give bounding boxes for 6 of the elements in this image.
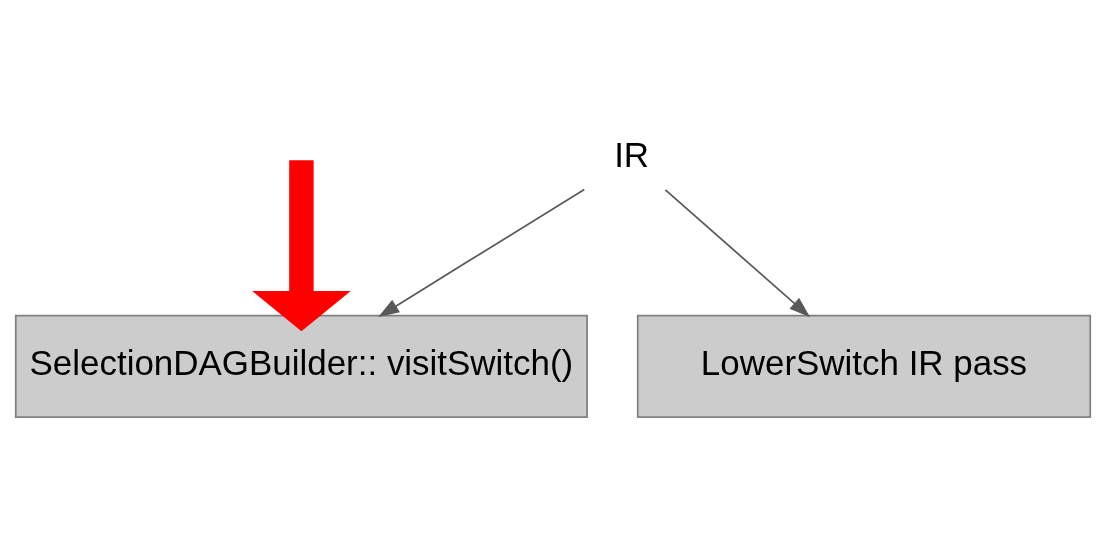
node-box: SelectionDAGBuilder:: visitSwitch() bbox=[14, 314, 588, 418]
arrow bbox=[664, 188, 811, 317]
node-text: IR bbox=[614, 134, 650, 174]
node-box: LowerSwitch IR pass bbox=[636, 314, 1092, 418]
arrow bbox=[378, 188, 586, 317]
arrow bbox=[252, 159, 351, 331]
